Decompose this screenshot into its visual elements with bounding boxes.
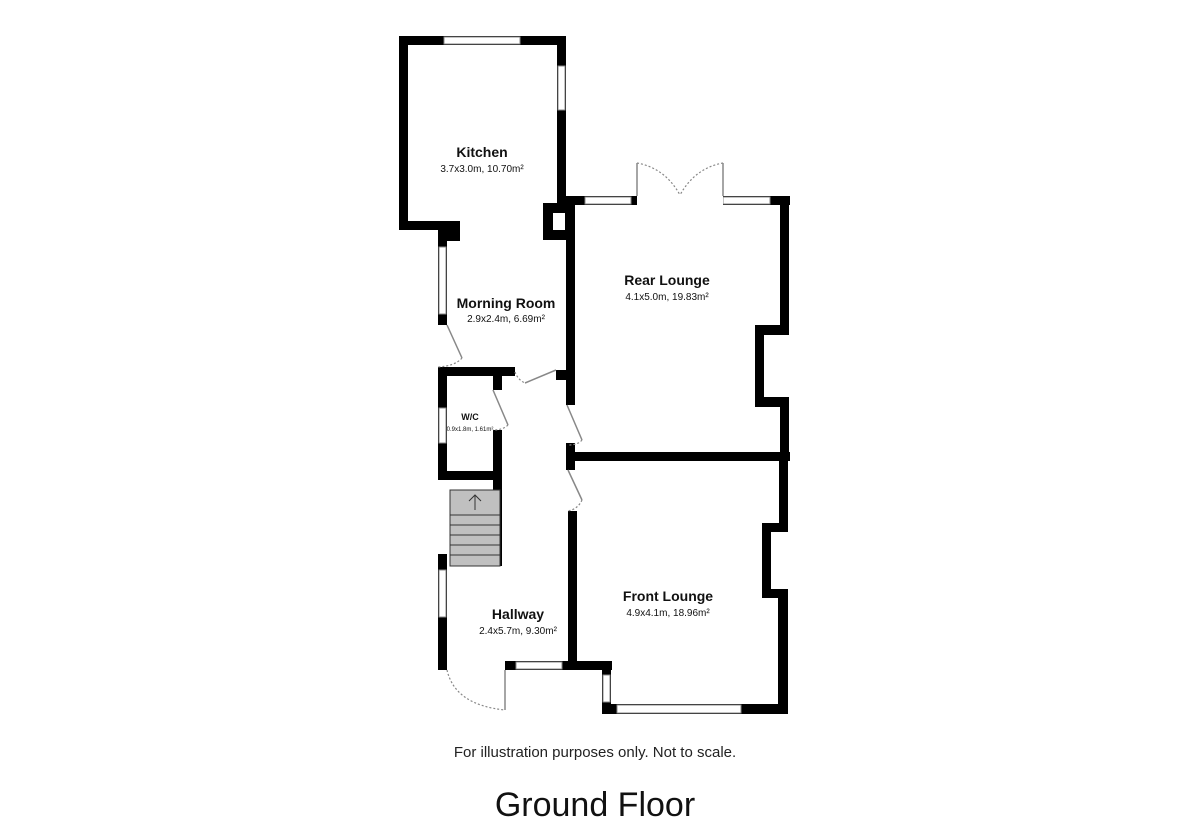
room-dims-rear-lounge: 4.1x5.0m, 19.83m² <box>625 292 709 303</box>
disclaimer-text: For illustration purposes only. Not to s… <box>453 744 737 761</box>
doors <box>437 162 724 711</box>
room-labels: Kitchen 3.7x3.0m, 10.70m² Morning Room 2… <box>440 144 713 637</box>
room-dims-morning-room: 2.9x2.4m, 6.69m² <box>467 314 545 325</box>
stairs <box>449 489 501 567</box>
room-name-front-lounge: Front Lounge <box>623 588 713 604</box>
room-name-wc: W/C <box>461 412 479 422</box>
walls <box>399 36 790 714</box>
room-name-rear-lounge: Rear Lounge <box>624 272 710 288</box>
room-dims-hallway: 2.4x5.7m, 9.30m² <box>479 626 557 637</box>
room-name-hallway: Hallway <box>492 606 544 622</box>
stairs-up-arrow-icon <box>468 494 482 510</box>
room-name-morning-room: Morning Room <box>457 295 556 311</box>
room-dims-front-lounge: 4.9x4.1m, 18.96m² <box>626 608 710 619</box>
room-name-kitchen: Kitchen <box>456 144 507 160</box>
floor-title: Ground Floor <box>494 786 696 824</box>
windows <box>438 36 771 714</box>
room-dims-wc: 0.9x1.8m, 1.61m² <box>447 427 494 433</box>
room-dims-kitchen: 3.7x3.0m, 10.70m² <box>440 164 524 175</box>
